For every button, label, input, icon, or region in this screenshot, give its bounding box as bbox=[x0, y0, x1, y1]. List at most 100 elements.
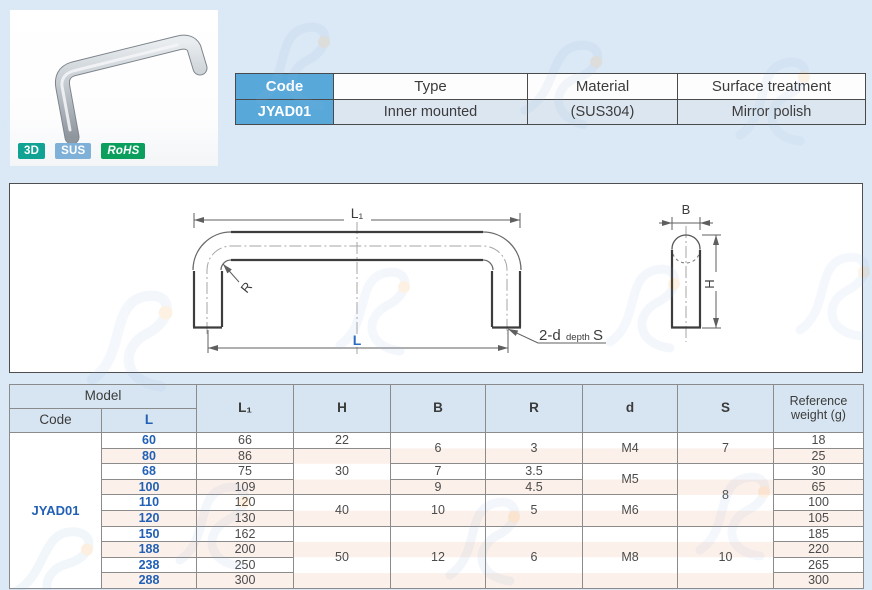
dim-cell: 66 bbox=[196, 432, 294, 449]
dim-cell: 120 bbox=[196, 494, 294, 511]
dim-cell-l: 288 bbox=[101, 572, 197, 589]
dim-cell: 4.5 bbox=[485, 478, 583, 496]
dim-header-model: Model bbox=[9, 384, 197, 409]
spec-value-row: JYAD01 Inner mounted (SUS304) Mirror pol… bbox=[235, 99, 866, 125]
dim-cell-l: 188 bbox=[101, 541, 197, 558]
dim-cell: 5 bbox=[485, 494, 583, 527]
dim-cell: M4 bbox=[582, 431, 678, 465]
product-photo-card: 3D SUS RoHS bbox=[10, 10, 218, 166]
radius-leader bbox=[222, 263, 240, 283]
dim-cell: 3.5 bbox=[485, 463, 583, 480]
spec-value-code: JYAD01 bbox=[235, 99, 334, 125]
dim-header-code: Code bbox=[9, 408, 102, 433]
dim-cell-code: JYAD01 bbox=[9, 432, 102, 589]
spec-header-code: Code bbox=[235, 73, 334, 100]
dim-header-row-1: Model L₁ H B R d S Reference weight (g) bbox=[9, 384, 864, 433]
dim-cell: 6 bbox=[485, 525, 583, 589]
dim-cell: 100 bbox=[773, 494, 864, 511]
spec-value-material: (SUS304) bbox=[527, 99, 678, 125]
dim-l1-label-bg bbox=[344, 206, 371, 221]
dim-cell: 25 bbox=[773, 447, 864, 465]
dimension-table: Model L₁ H B R d S Reference weight (g) … bbox=[9, 384, 864, 589]
tube-section-circle bbox=[671, 234, 701, 250]
dim-cell: 220 bbox=[773, 541, 864, 558]
hole-note-s: S bbox=[593, 327, 603, 344]
handle-outline bbox=[192, 230, 522, 329]
hole-leader bbox=[507, 328, 606, 344]
spec-header-row: Code Type Material Surface treatment bbox=[235, 73, 866, 100]
dim-l-label: L bbox=[353, 332, 362, 348]
product-photo bbox=[55, 34, 208, 145]
dim-cell: 7 bbox=[677, 431, 774, 465]
spec-value-type: Inner mounted bbox=[333, 99, 528, 125]
dim-header-b: B bbox=[390, 384, 486, 433]
badge-row: 3D SUS RoHS bbox=[18, 143, 146, 159]
dim-cell: 7 bbox=[390, 463, 486, 480]
dim-cell-l: 60 bbox=[101, 432, 197, 449]
badge-rohs[interactable]: RoHS bbox=[101, 143, 146, 159]
dim-cell: 265 bbox=[773, 556, 864, 574]
spec-header-surface: Surface treatment bbox=[677, 73, 866, 100]
drawing-panel: L₁ L R 2-d depth S bbox=[9, 183, 863, 373]
hole-note-prefix: 2-d bbox=[539, 327, 561, 344]
dim-cell: M6 bbox=[582, 494, 678, 527]
dim-cell: 40 bbox=[293, 494, 391, 527]
dim-cell: 30 bbox=[293, 447, 391, 496]
dim-cell: 250 bbox=[196, 556, 294, 574]
dim-header-weight: Reference weight (g) bbox=[773, 384, 864, 433]
badge-3d[interactable]: 3D bbox=[18, 143, 46, 159]
technical-drawing: L₁ L R 2-d depth S bbox=[192, 202, 722, 356]
dim-cell: 8 bbox=[677, 463, 774, 527]
dim-header-h: H bbox=[293, 384, 391, 433]
dim-header-l1: L₁ bbox=[196, 384, 294, 433]
dim-header-l: L bbox=[101, 408, 197, 433]
spec-header-material: Material bbox=[527, 73, 678, 100]
dim-b bbox=[659, 217, 713, 230]
dim-cell: 50 bbox=[293, 525, 391, 589]
dim-header-d: d bbox=[582, 384, 678, 433]
dim-cell: M8 bbox=[582, 525, 678, 589]
dim-cell-l: 238 bbox=[101, 556, 197, 574]
dim-cell: 130 bbox=[196, 509, 294, 527]
dim-cell: 86 bbox=[196, 447, 294, 465]
dim-cell-l: 110 bbox=[101, 494, 197, 511]
dim-cell: 200 bbox=[196, 541, 294, 558]
spec-header-type: Type bbox=[333, 73, 528, 100]
dim-cell-l: 120 bbox=[101, 509, 197, 527]
dim-cell: 75 bbox=[196, 463, 294, 480]
dim-cell: 18 bbox=[773, 432, 864, 449]
dim-cell-l: 80 bbox=[101, 447, 197, 465]
centerlines bbox=[206, 222, 687, 356]
dim-cell-l: 68 bbox=[101, 463, 197, 480]
dim-header-r: R bbox=[485, 384, 583, 433]
dim-cell: 3 bbox=[485, 431, 583, 465]
dim-h-label: H bbox=[702, 279, 717, 288]
handle-arcs bbox=[192, 231, 522, 271]
dim-cell: 185 bbox=[773, 525, 864, 543]
hole-note-depth: depth bbox=[566, 332, 590, 343]
dim-l1-label: L₁ bbox=[351, 205, 364, 221]
dim-cell: 10 bbox=[390, 494, 486, 527]
dim-cell: 9 bbox=[390, 478, 486, 496]
dim-cell: 105 bbox=[773, 509, 864, 527]
dim-cell: 22 bbox=[293, 432, 391, 449]
dim-cell: 10 bbox=[677, 525, 774, 589]
radius-label: R bbox=[238, 279, 256, 296]
dim-b-label: B bbox=[682, 202, 691, 217]
dim-cell-l: 150 bbox=[101, 525, 197, 543]
dim-cell-l: 100 bbox=[101, 478, 197, 496]
dim-cell: 6 bbox=[390, 431, 486, 465]
dim-cell: 300 bbox=[773, 572, 864, 589]
dim-header-row-2: Code L bbox=[9, 408, 864, 433]
badge-sus[interactable]: SUS bbox=[55, 143, 92, 159]
spec-value-surface: Mirror polish bbox=[677, 99, 866, 125]
spec-table: Code Type Material Surface treatment JYA… bbox=[235, 73, 866, 125]
dim-cell: 12 bbox=[390, 525, 486, 589]
dim-h-label-bg bbox=[708, 272, 722, 291]
